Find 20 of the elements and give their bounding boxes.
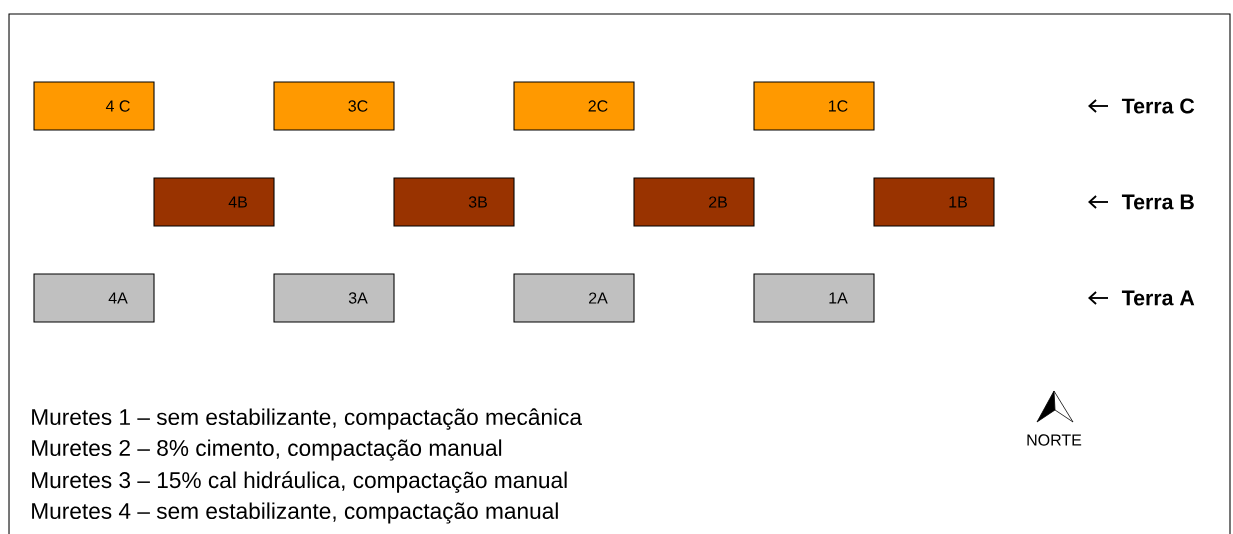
wall-box: 2C xyxy=(513,81,635,131)
legend-line: Muretes 1 – sem estabilizante, compactação mecânica xyxy=(32,408,582,430)
wall-box: 2A xyxy=(513,273,635,323)
row-label: Terra B xyxy=(1121,194,1194,210)
wall-box: 4 C xyxy=(33,81,155,131)
wall-box: 3A xyxy=(273,273,395,323)
wall-box: 4A xyxy=(33,273,155,323)
wall-box: 1B xyxy=(873,177,995,227)
wall-box: 3B xyxy=(393,177,515,227)
row-label: Terra C xyxy=(1121,98,1195,114)
wall-box: 1C xyxy=(753,81,875,131)
legend-line: Muretes 2 – 8% cimento, compactação manual xyxy=(32,439,502,461)
wall-box: 4B xyxy=(153,177,275,227)
north-label: NORTE xyxy=(1027,434,1082,446)
wall-box: 3C xyxy=(273,81,395,131)
legend-line: Muretes 4 – sem estabilizante, compactação manual xyxy=(32,502,558,524)
row-label: Terra A xyxy=(1121,290,1195,306)
wall-box: 2B xyxy=(633,177,755,227)
wall-box: 1A xyxy=(753,273,875,323)
legend-line: Muretes 3 – 15% cal hidráulica, compactação manual xyxy=(32,471,567,493)
